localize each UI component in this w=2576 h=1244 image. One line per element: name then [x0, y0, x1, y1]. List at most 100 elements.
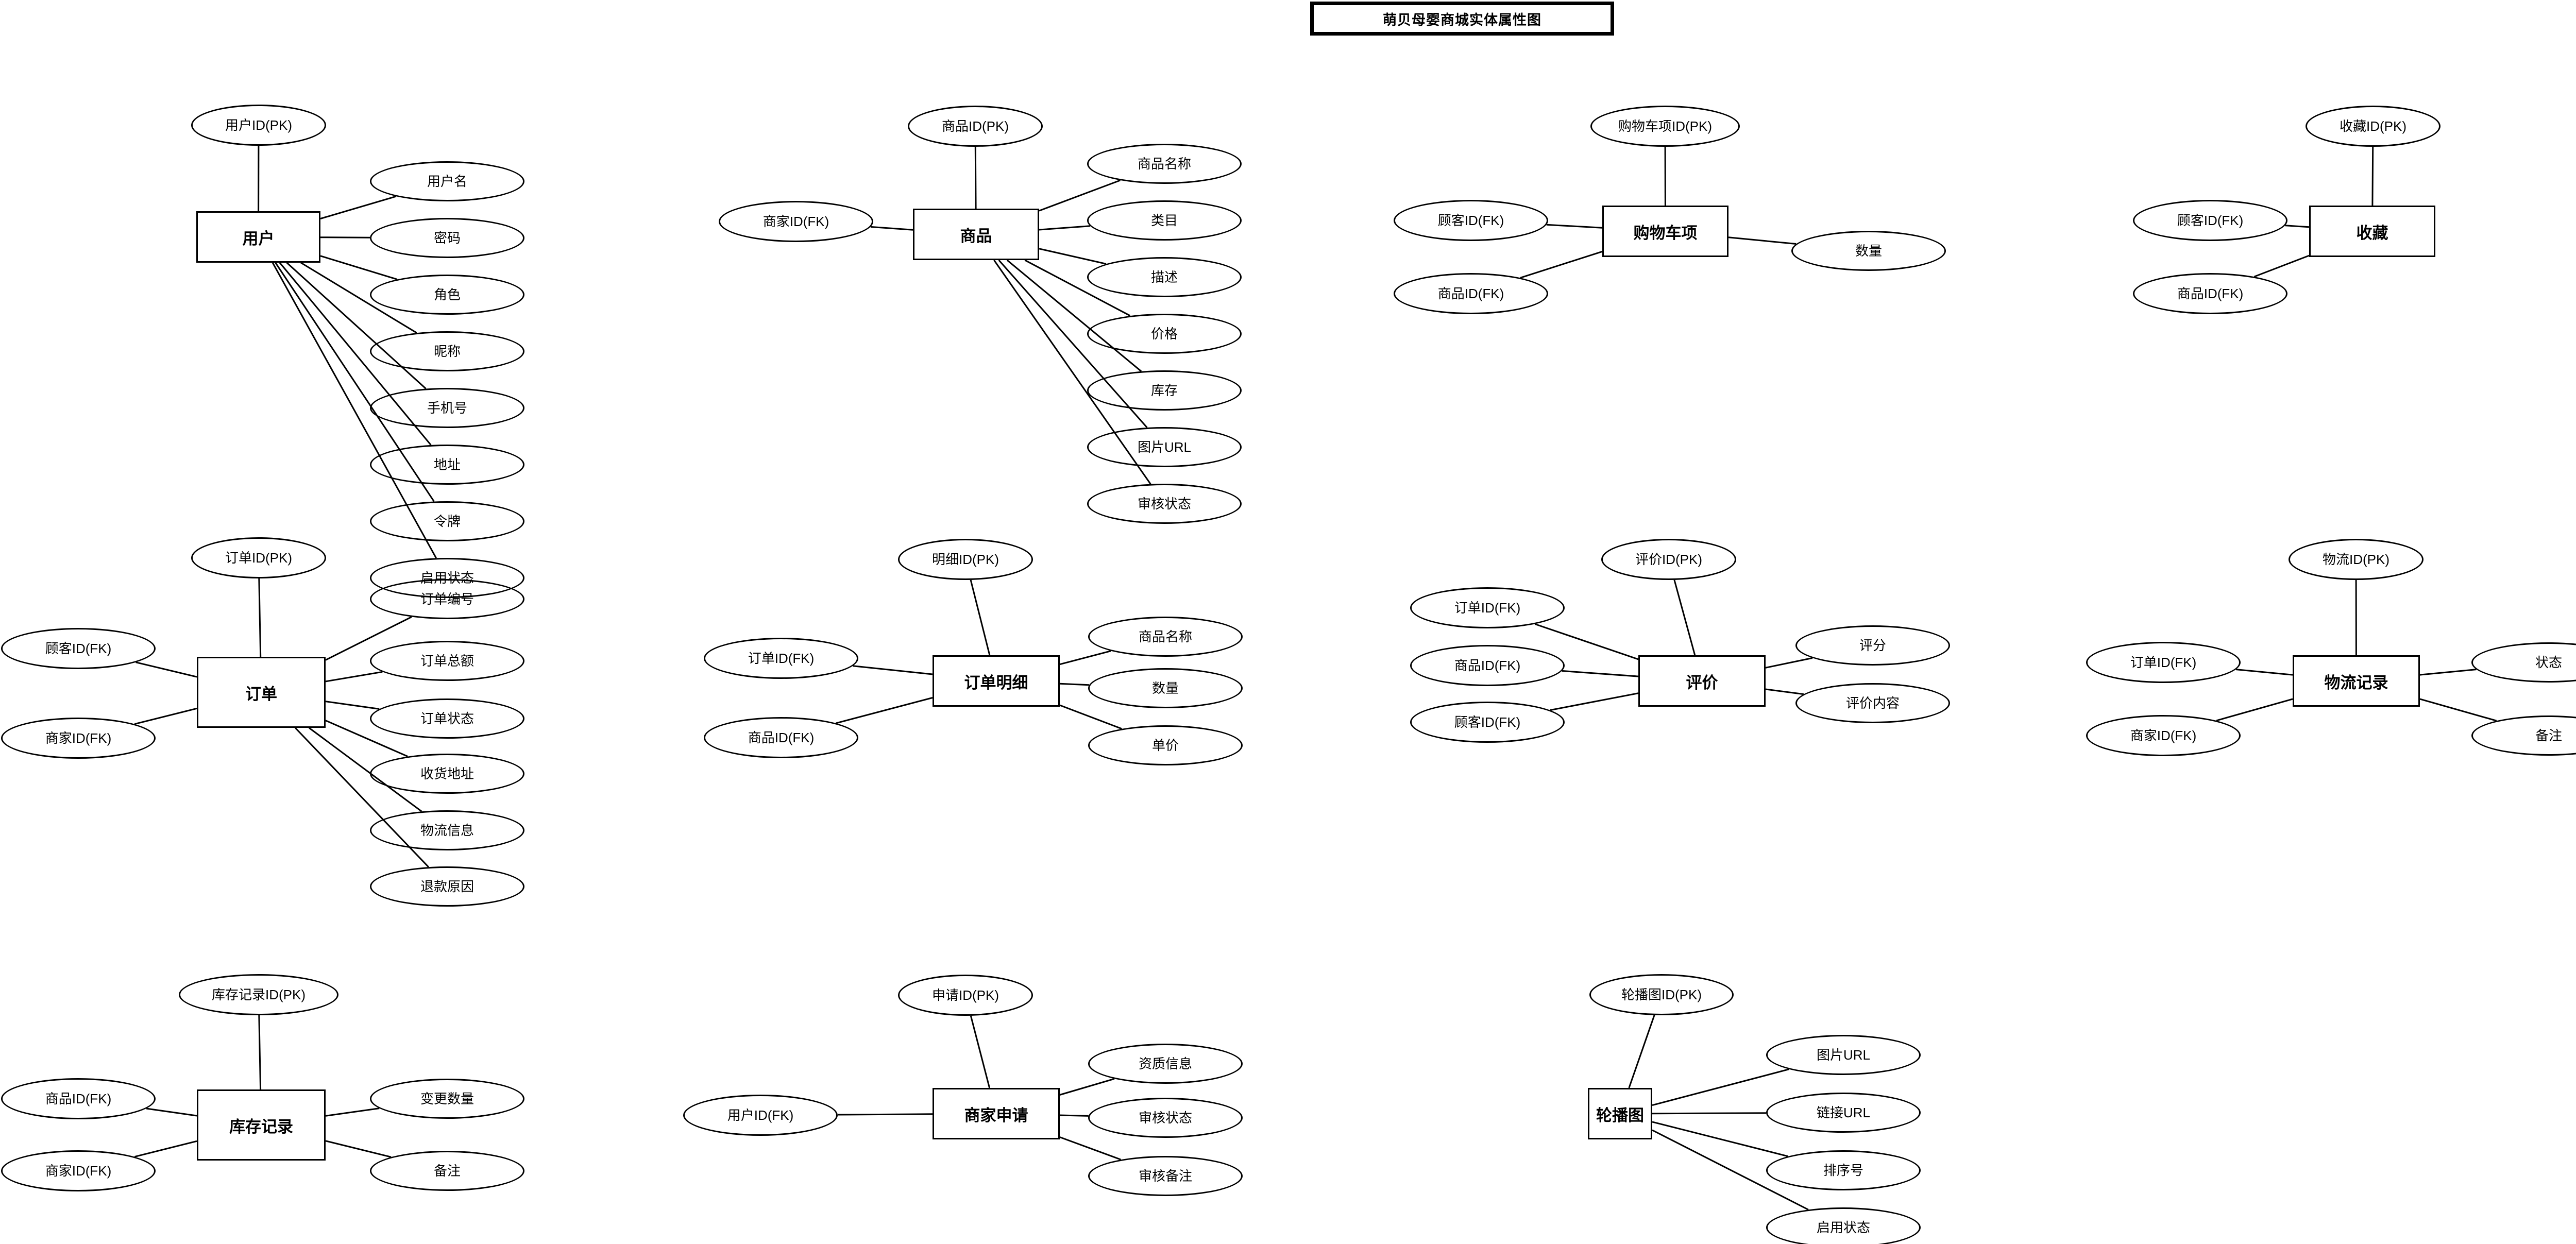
attribute-user-attribute-1[interactable]: 用户名 — [370, 161, 524, 201]
attribute-order_item-attribute-5[interactable]: 单价 — [1088, 725, 1243, 765]
attribute-label: 排序号 — [1823, 1163, 1863, 1178]
attribute-order_item-fk-1[interactable]: 订单ID(FK) — [704, 638, 858, 679]
attribute-label: 商家ID(FK) — [2130, 728, 2197, 743]
edge-inventory-0 — [258, 1015, 262, 1090]
attribute-product-fk-1[interactable]: 商家ID(FK) — [719, 201, 873, 242]
entity-cart_item[interactable]: 购物车项 — [1602, 206, 1728, 257]
attribute-banner-attribute-1[interactable]: 图片URL — [1766, 1035, 1921, 1075]
attribute-user-attribute-3[interactable]: 角色 — [370, 275, 524, 315]
attribute-user-attribute-4[interactable]: 昵称 — [370, 331, 524, 371]
attribute-user-attribute-7[interactable]: 令牌 — [370, 501, 524, 541]
attribute-label: 状态 — [2535, 655, 2562, 670]
attribute-favorite-pk-0[interactable]: 收藏ID(PK) — [2306, 106, 2441, 147]
attribute-banner-pk-0[interactable]: 轮播图ID(PK) — [1589, 974, 1734, 1015]
attribute-favorite-fk-1[interactable]: 顾客ID(FK) — [2133, 200, 2287, 241]
attribute-banner-attribute-2[interactable]: 链接URL — [1766, 1093, 1921, 1133]
attribute-review-fk-3[interactable]: 顾客ID(FK) — [1410, 702, 1565, 743]
attribute-review-attribute-5[interactable]: 评价内容 — [1795, 683, 1950, 723]
attribute-cart_item-fk-1[interactable]: 顾客ID(FK) — [1394, 200, 1548, 241]
edge-cart_item-1 — [1546, 224, 1603, 229]
attribute-order-fk-2[interactable]: 商家ID(FK) — [1, 718, 156, 759]
attribute-order-pk-0[interactable]: 订单ID(PK) — [191, 537, 326, 578]
edge-product-3 — [1039, 225, 1090, 231]
attribute-product-attribute-5[interactable]: 价格 — [1087, 314, 1242, 354]
attribute-inventory-fk-2[interactable]: 商家ID(FK) — [1, 1150, 156, 1191]
attribute-user-attribute-2[interactable]: 密码 — [370, 218, 524, 258]
edge-banner-3 — [1652, 1121, 1789, 1157]
attribute-logistics-fk-2[interactable]: 商家ID(FK) — [2086, 715, 2241, 756]
attribute-review-pk-0[interactable]: 评价ID(PK) — [1601, 539, 1736, 580]
attribute-product-attribute-2[interactable]: 商品名称 — [1087, 144, 1242, 184]
attribute-label: 订单ID(FK) — [748, 651, 815, 666]
edge-merchant_apply-2 — [1059, 1078, 1115, 1096]
attribute-review-fk-2[interactable]: 商品ID(FK) — [1410, 645, 1565, 686]
attribute-order-attribute-6[interactable]: 收货地址 — [370, 754, 524, 794]
attribute-order_item-pk-0[interactable]: 明细ID(PK) — [898, 539, 1033, 580]
attribute-user-attribute-5[interactable]: 手机号 — [370, 388, 524, 428]
edge-inventory-4 — [325, 1140, 392, 1158]
attribute-merchant_apply-pk-0[interactable]: 申请ID(PK) — [898, 975, 1033, 1016]
entity-product[interactable]: 商品 — [913, 209, 1039, 260]
edge-order_item-1 — [853, 665, 933, 675]
attribute-inventory-attribute-3[interactable]: 变更数量 — [370, 1079, 524, 1119]
attribute-order-attribute-7[interactable]: 物流信息 — [370, 810, 524, 850]
attribute-logistics-pk-0[interactable]: 物流ID(PK) — [2289, 539, 2424, 580]
attribute-label: 备注 — [2535, 728, 2562, 743]
attribute-label: 用户ID(FK) — [727, 1107, 794, 1123]
attribute-logistics-attribute-4[interactable]: 备注 — [2471, 715, 2576, 756]
attribute-order_item-attribute-4[interactable]: 数量 — [1088, 668, 1243, 708]
attribute-favorite-fk-2[interactable]: 商品ID(FK) — [2133, 273, 2287, 314]
attribute-merchant_apply-fk-1[interactable]: 用户ID(FK) — [683, 1095, 838, 1136]
edge-order_item-3 — [1059, 650, 1111, 666]
entity-order_item[interactable]: 订单明细 — [933, 655, 1060, 707]
entity-merchant_apply[interactable]: 商家申请 — [933, 1088, 1060, 1139]
entity-label: 轮播图 — [1596, 1106, 1644, 1124]
edge-favorite-1 — [2285, 225, 2310, 228]
attribute-inventory-pk-0[interactable]: 库存记录ID(PK) — [179, 974, 338, 1015]
edge-order-4 — [325, 671, 383, 683]
edge-order-2 — [134, 707, 197, 725]
attribute-inventory-attribute-4[interactable]: 备注 — [370, 1151, 524, 1191]
entity-logistics[interactable]: 物流记录 — [2293, 655, 2420, 707]
attribute-merchant_apply-attribute-2[interactable]: 资质信息 — [1088, 1044, 1243, 1084]
entity-order[interactable]: 订单 — [197, 657, 326, 728]
edge-inventory-3 — [325, 1107, 380, 1117]
attribute-order-fk-1[interactable]: 顾客ID(FK) — [1, 628, 156, 669]
attribute-inventory-fk-1[interactable]: 商品ID(FK) — [1, 1078, 156, 1119]
attribute-product-attribute-4[interactable]: 描述 — [1087, 257, 1242, 297]
attribute-merchant_apply-attribute-4[interactable]: 审核备注 — [1088, 1156, 1243, 1196]
attribute-cart_item-fk-2[interactable]: 商品ID(FK) — [1394, 273, 1548, 314]
attribute-cart_item-pk-0[interactable]: 购物车项ID(PK) — [1590, 106, 1740, 147]
attribute-order-attribute-3[interactable]: 订单编号 — [370, 579, 524, 619]
attribute-logistics-attribute-3[interactable]: 状态 — [2471, 642, 2576, 683]
entity-banner[interactable]: 轮播图 — [1588, 1088, 1652, 1139]
attribute-user-pk-0[interactable]: 用户ID(PK) — [191, 105, 326, 146]
attribute-order-attribute-4[interactable]: 订单总额 — [370, 641, 524, 681]
attribute-merchant_apply-attribute-3[interactable]: 审核状态 — [1088, 1098, 1243, 1138]
entity-review[interactable]: 评价 — [1638, 655, 1766, 707]
attribute-label: 订单ID(PK) — [225, 550, 292, 566]
attribute-product-attribute-6[interactable]: 库存 — [1087, 370, 1242, 411]
attribute-review-attribute-4[interactable]: 评分 — [1795, 625, 1950, 666]
attribute-order_item-attribute-3[interactable]: 商品名称 — [1088, 617, 1243, 657]
attribute-product-attribute-7[interactable]: 图片URL — [1087, 427, 1242, 467]
entity-favorite[interactable]: 收藏 — [2309, 206, 2435, 257]
entity-inventory[interactable]: 库存记录 — [197, 1089, 326, 1161]
edge-cart_item-2 — [1520, 250, 1603, 279]
attribute-logistics-fk-1[interactable]: 订单ID(FK) — [2086, 642, 2241, 683]
entity-user[interactable]: 用户 — [196, 211, 320, 263]
attribute-order_item-fk-2[interactable]: 商品ID(FK) — [704, 717, 858, 758]
attribute-banner-attribute-4[interactable]: 启用状态 — [1766, 1207, 1921, 1244]
attribute-product-attribute-8[interactable]: 审核状态 — [1087, 484, 1242, 524]
attribute-order-attribute-8[interactable]: 退款原因 — [370, 866, 524, 907]
edge-merchant_apply-4 — [1059, 1136, 1122, 1161]
attribute-banner-attribute-3[interactable]: 排序号 — [1766, 1150, 1921, 1190]
attribute-cart_item-attribute-3[interactable]: 数量 — [1791, 231, 1946, 271]
attribute-order-attribute-5[interactable]: 订单状态 — [370, 698, 524, 739]
attribute-label: 令牌 — [433, 514, 461, 529]
attribute-label: 轮播图ID(PK) — [1621, 987, 1702, 1002]
attribute-review-fk-1[interactable]: 订单ID(FK) — [1410, 587, 1565, 628]
attribute-user-attribute-6[interactable]: 地址 — [370, 445, 524, 485]
attribute-product-attribute-3[interactable]: 类目 — [1087, 200, 1242, 241]
attribute-product-pk-0[interactable]: 商品ID(PK) — [908, 106, 1043, 147]
